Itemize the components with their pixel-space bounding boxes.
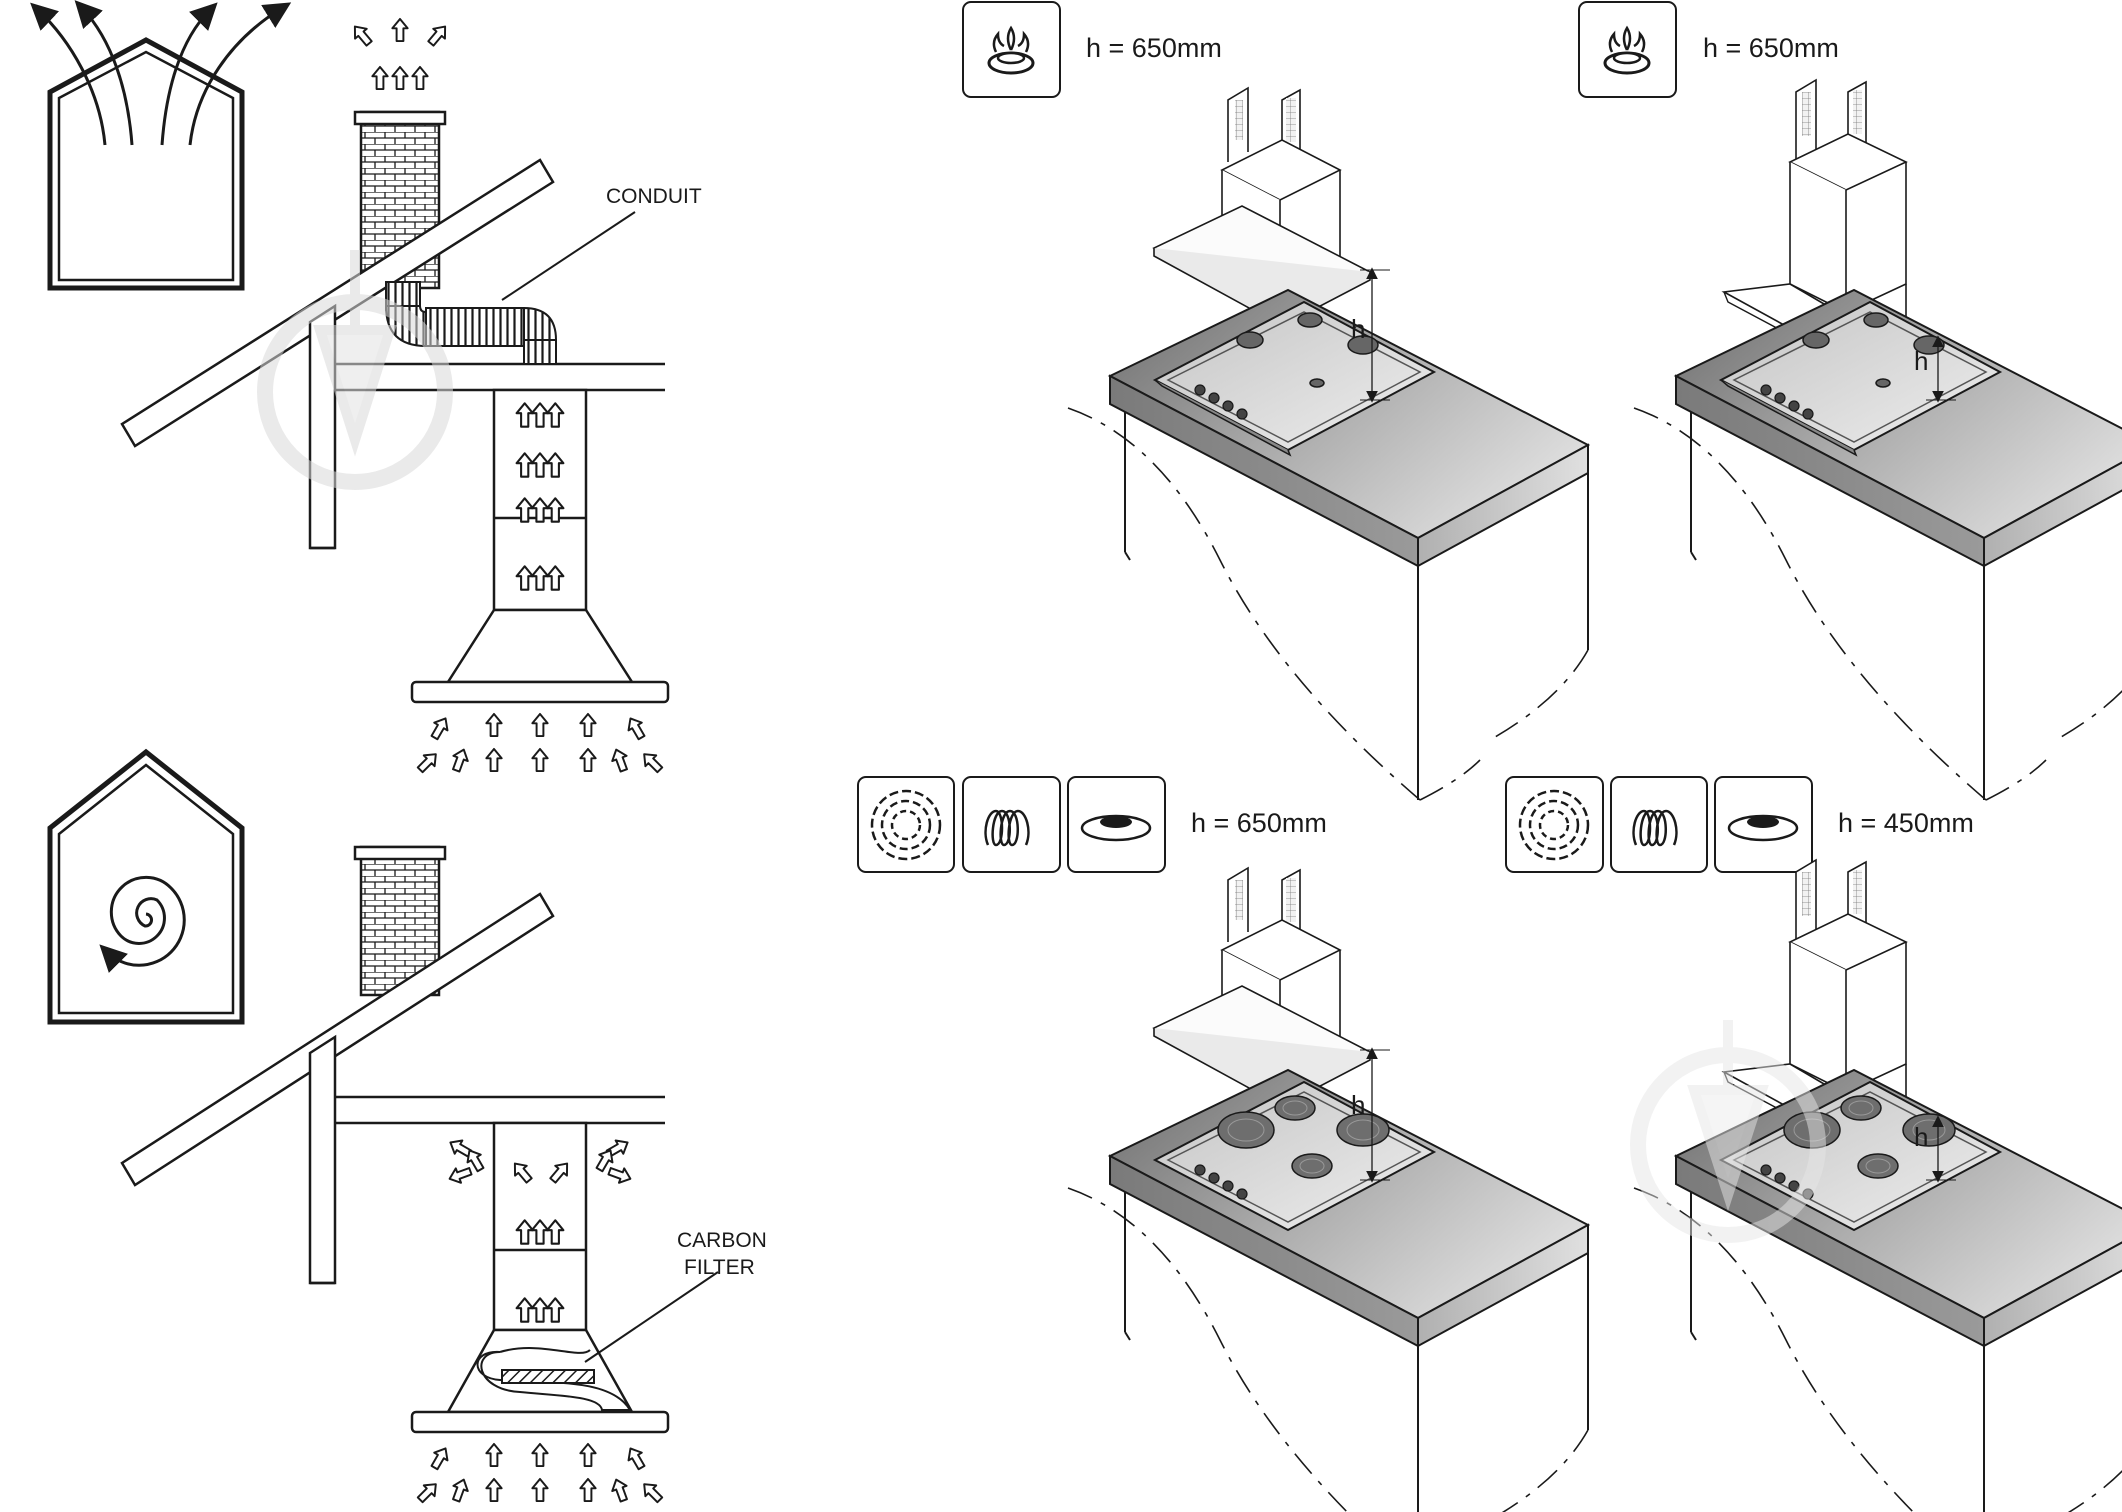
recirculating-installation: CARBON FILTER bbox=[47, 748, 767, 1507]
induction-coil-icon bbox=[857, 776, 955, 873]
height-label: h = 650mm bbox=[1086, 33, 1222, 63]
dimension-h: h bbox=[1914, 1122, 1928, 1152]
dimension-h: h bbox=[1914, 346, 1928, 376]
carbon-filter-label-2: FILTER bbox=[684, 1256, 755, 1279]
carbon-filter-label-1: CARBON bbox=[677, 1229, 767, 1252]
height-label: h = 450mm bbox=[1838, 808, 1974, 838]
watermark-icon bbox=[257, 250, 453, 490]
chimney-outflow-arrows bbox=[348, 17, 452, 91]
watermark-icon bbox=[1630, 1020, 1826, 1243]
solid-plate-icon bbox=[1714, 776, 1813, 873]
dimension-h: h bbox=[1351, 314, 1365, 344]
roof-beam-2 bbox=[120, 892, 555, 1187]
house-exhaust-icon bbox=[30, 0, 292, 291]
gas-burner-icon bbox=[962, 1, 1061, 98]
intake-arrows bbox=[413, 712, 667, 777]
radiant-element-icon bbox=[962, 776, 1061, 873]
house-recirculation-icon bbox=[47, 748, 245, 1025]
dimension-h: h bbox=[1351, 1090, 1365, 1120]
radiant-element-icon bbox=[1610, 776, 1708, 873]
induction-coil-icon bbox=[1505, 776, 1604, 873]
solid-plate-icon bbox=[1067, 776, 1166, 873]
panel-gas-chimney-hood: h = 650mm h bbox=[962, 1, 1589, 801]
height-label: h = 650mm bbox=[1191, 808, 1327, 838]
height-label: h = 650mm bbox=[1703, 33, 1839, 63]
gas-burner-icon bbox=[1578, 1, 1677, 98]
panel-gas-angled-hood: h = 650mm h bbox=[1578, 1, 2122, 801]
ducted-installation: CONDUIT bbox=[30, 0, 702, 777]
panel-electric-angled-hood: h = 450mm h bbox=[1505, 776, 2122, 1512]
conduit-label: CONDUIT bbox=[606, 185, 702, 208]
intake-arrows-2 bbox=[413, 1442, 667, 1507]
panel-electric-chimney-hood: h = 650mm h bbox=[857, 776, 1589, 1512]
carbon-filter bbox=[501, 1369, 595, 1384]
hood-canopy bbox=[445, 608, 635, 684]
